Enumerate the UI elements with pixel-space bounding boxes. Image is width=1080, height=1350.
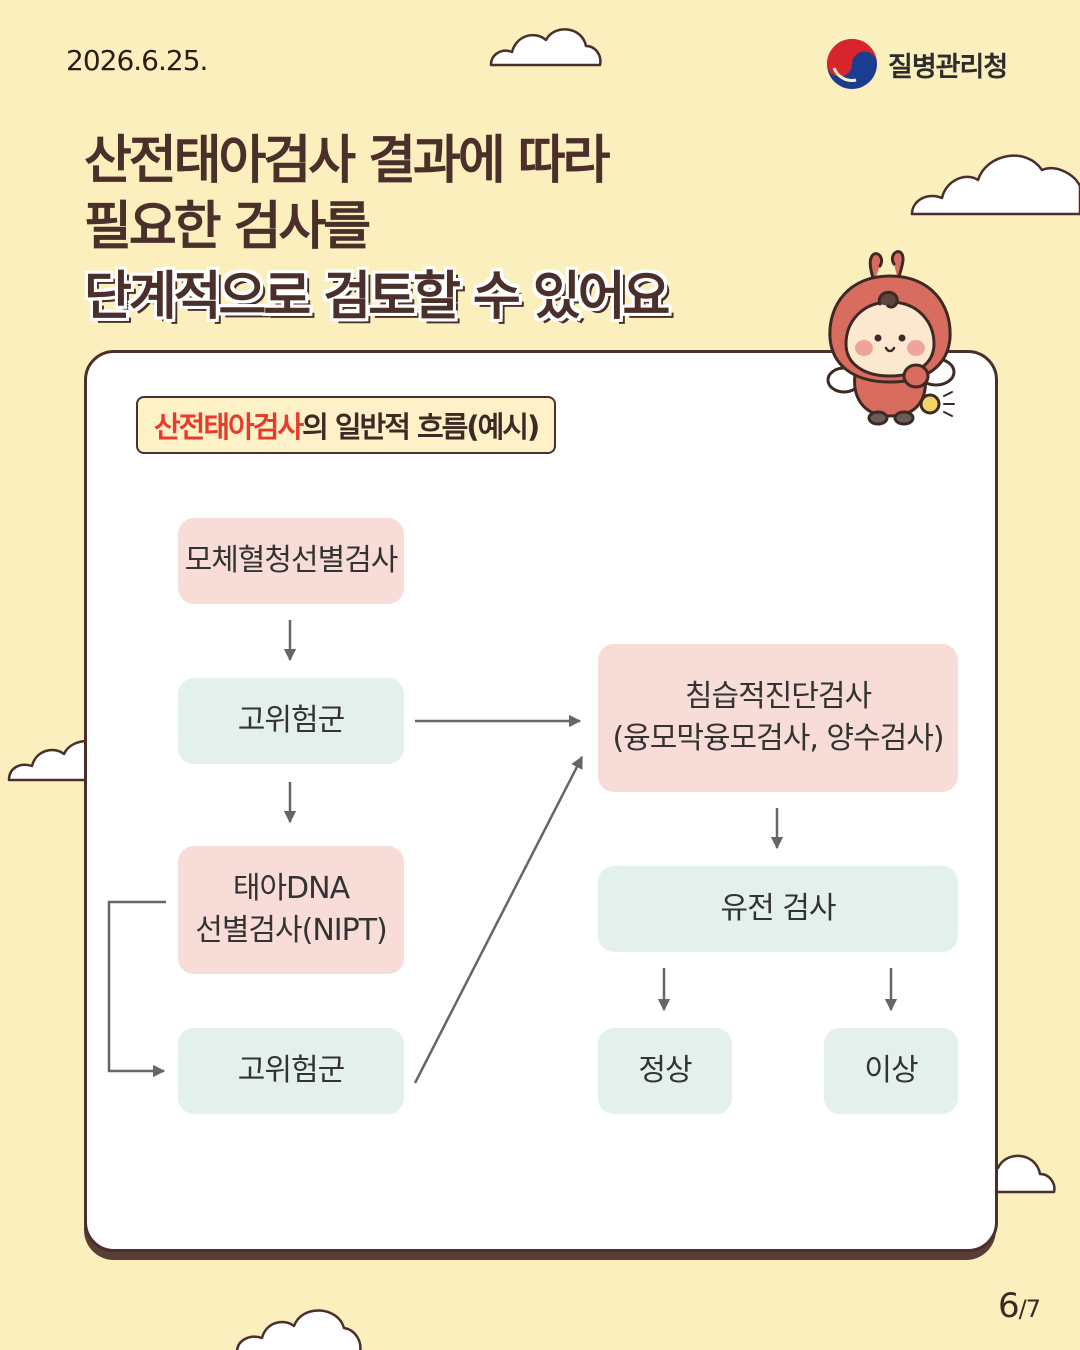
node-label: 유전 검사 xyxy=(720,891,837,926)
node-genetic-test: 유전 검사 xyxy=(598,866,958,952)
org-logo: 질병관리청 xyxy=(826,38,1008,90)
headline: 산전태아검사 결과에 따라 필요한 검사를 단계적으로 검토할 수 있어요 xyxy=(84,128,670,330)
node-label-line-2: 선별검사(NIPT) xyxy=(195,913,388,948)
org-name: 질병관리청 xyxy=(888,51,1008,83)
node-label: 고위험군 xyxy=(237,1053,345,1088)
node-abnormal: 이상 xyxy=(824,1028,958,1114)
bee-mascot-illustration xyxy=(826,250,956,426)
node-label: 모체혈청선별검사 xyxy=(184,543,399,578)
node-label-line-1: 침습적진단검사 xyxy=(684,679,872,714)
node-label: 이상 xyxy=(864,1053,918,1088)
node-label: 고위험군 xyxy=(237,703,345,738)
flow-subtitle-rest: 의 일반적 흐름(예시) xyxy=(302,410,540,444)
headline-line-2: 필요한 검사를 xyxy=(84,197,371,257)
flow-subtitle-accent: 산전태아검사 xyxy=(154,410,304,444)
arrow-nipt-to-highrisk xyxy=(107,900,166,1078)
headline-line-3: 단계적으로 검토할 수 있어요 xyxy=(84,267,670,327)
cloud-decoration xyxy=(236,1309,362,1350)
taegeuk-icon xyxy=(827,39,877,89)
node-normal: 정상 xyxy=(598,1028,732,1114)
node-label-line-1: 태아DNA xyxy=(232,871,350,906)
post-date: 2026.6.25. xyxy=(66,44,208,77)
node-high-risk-1: 고위험군 xyxy=(178,678,404,764)
cloud-decoration xyxy=(910,154,1080,216)
node-nipt: 태아DNA 선별검사(NIPT) xyxy=(178,846,404,974)
node-label: 정상 xyxy=(638,1053,692,1088)
page-indicator: 6/7 xyxy=(998,1286,1041,1326)
page-current: 6 xyxy=(998,1286,1020,1326)
node-invasive-diagnostic: 침습적진단검사 (융모막융모검사, 양수검사) xyxy=(598,644,958,792)
cloud-decoration xyxy=(489,28,602,67)
page-total: /7 xyxy=(1018,1295,1041,1323)
node-maternal-serum-screening: 모체혈청선별검사 xyxy=(178,518,404,604)
node-high-risk-2: 고위험군 xyxy=(178,1028,404,1114)
node-label-line-2: (융모막융모검사, 양수검사) xyxy=(612,721,944,756)
arrow-highrisk2-to-invasive xyxy=(413,755,584,1084)
headline-line-1: 산전태아검사 결과에 따라 xyxy=(84,131,610,191)
